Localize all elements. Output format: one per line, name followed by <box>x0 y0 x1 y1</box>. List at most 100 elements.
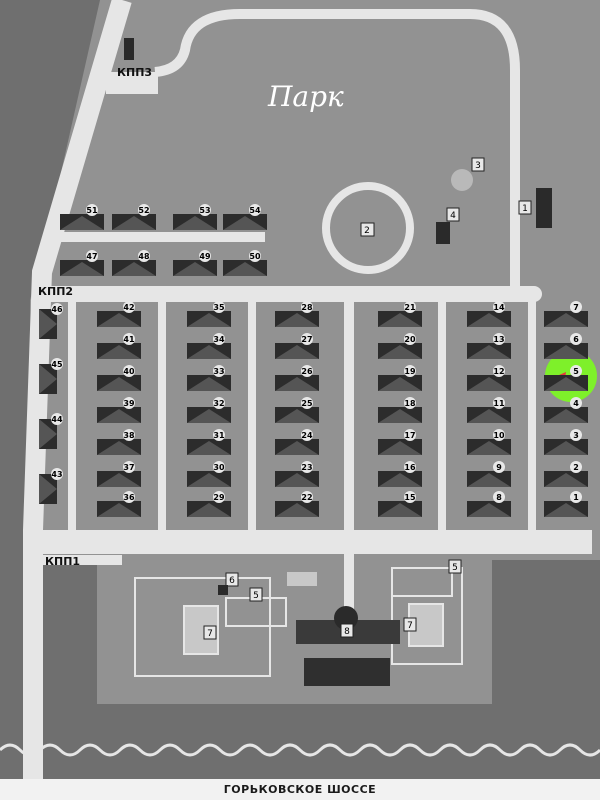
plot-50-house[interactable] <box>223 260 267 276</box>
plot-27-house[interactable] <box>275 343 319 359</box>
gate-kpp3-label[interactable]: КПП3 <box>117 66 153 79</box>
facility-4-label: 4 <box>450 211 456 221</box>
plot-10-house[interactable] <box>467 439 511 455</box>
plot-19-house[interactable] <box>378 375 422 391</box>
plot-35-badge <box>213 301 225 313</box>
plot-20-house[interactable] <box>378 343 422 359</box>
plot-44-house[interactable] <box>39 419 57 449</box>
plot-32-label: 32 <box>213 399 224 408</box>
plot-35-house[interactable] <box>187 311 231 327</box>
plot-8-house[interactable] <box>467 501 511 517</box>
plot-40-house[interactable] <box>97 375 141 391</box>
plot-38-house[interactable] <box>97 439 141 455</box>
plot-31-house[interactable] <box>187 439 231 455</box>
plot-46-house[interactable] <box>39 309 57 339</box>
plot-26-house[interactable] <box>275 375 319 391</box>
plot-3-roof <box>544 441 588 455</box>
plot-51-house[interactable] <box>60 214 104 230</box>
plot-21-house[interactable] <box>378 311 422 327</box>
plot-24-badge <box>301 429 313 441</box>
plot-49-house[interactable] <box>173 260 217 276</box>
plot-3-badge <box>570 429 582 441</box>
gate-kpp3-building <box>124 38 134 60</box>
plot-28-house[interactable] <box>275 311 319 327</box>
plot-14-house[interactable] <box>467 311 511 327</box>
plot-2-house[interactable] <box>544 471 588 487</box>
gate-kpp2-label[interactable]: КПП2 <box>38 285 74 298</box>
facility-3[interactable] <box>451 157 485 191</box>
plot-34-house[interactable] <box>187 343 231 359</box>
plot-9-house[interactable] <box>467 471 511 487</box>
plot-45-house[interactable] <box>39 364 57 394</box>
plot-29-label: 29 <box>213 493 225 502</box>
plot-29-house[interactable] <box>187 501 231 517</box>
plot-42-house[interactable] <box>97 311 141 327</box>
facility-6[interactable] <box>218 572 239 595</box>
plot-48-house[interactable] <box>112 260 156 276</box>
facility-4[interactable] <box>436 207 460 244</box>
plot-3-house[interactable] <box>544 439 588 455</box>
plot-35-roof <box>187 313 231 327</box>
plot-2-label: 2 <box>573 463 579 472</box>
facility-5-west[interactable] <box>249 587 263 602</box>
plot-5-house[interactable] <box>544 375 588 391</box>
plot-24-house[interactable] <box>275 439 319 455</box>
plot-1-house[interactable] <box>544 501 588 517</box>
facility-8[interactable] <box>340 623 354 638</box>
plot-36-house[interactable] <box>97 501 141 517</box>
plot-50-roof <box>223 262 267 276</box>
plot-8-roof <box>467 503 511 517</box>
plot-6-house[interactable] <box>544 343 588 359</box>
plot-30-house[interactable] <box>187 471 231 487</box>
gate-kpp1-label[interactable]: КПП1 <box>45 555 81 568</box>
plot-32-house[interactable] <box>187 407 231 423</box>
plot-7-house[interactable] <box>544 311 588 327</box>
plot-15-roof <box>378 503 422 517</box>
plot-48-label: 48 <box>138 252 150 261</box>
facility-7-west[interactable] <box>203 625 217 640</box>
plot-18-label: 18 <box>404 399 416 408</box>
facility-7-east[interactable] <box>403 617 417 632</box>
plot-13-house[interactable] <box>467 343 511 359</box>
plot-20-roof <box>378 345 422 359</box>
plot-41-house[interactable] <box>97 343 141 359</box>
plot-39-house[interactable] <box>97 407 141 423</box>
plot-34-label: 34 <box>213 335 225 344</box>
plot-16-badge <box>404 461 416 473</box>
plot-54-badge <box>249 204 261 216</box>
plot-25-house[interactable] <box>275 407 319 423</box>
park-loop-road <box>154 9 520 290</box>
plot-20-label: 20 <box>404 335 416 344</box>
plot-11-house[interactable] <box>467 407 511 423</box>
plot-22-badge <box>301 491 313 503</box>
plot-43-house[interactable] <box>39 474 57 504</box>
plot-15-house[interactable] <box>378 501 422 517</box>
plot-37-house[interactable] <box>97 471 141 487</box>
facility-5-east[interactable] <box>448 559 462 574</box>
plot-22-house[interactable] <box>275 501 319 517</box>
plot-9-label: 9 <box>496 463 502 472</box>
plot-47-house[interactable] <box>60 260 104 276</box>
plot-52-house[interactable] <box>112 214 156 230</box>
plot-54-house[interactable] <box>223 214 267 230</box>
plot-53-house[interactable] <box>173 214 217 230</box>
plot-33-house[interactable] <box>187 375 231 391</box>
plot-25-roof <box>275 409 319 423</box>
facility-6-label: 6 <box>229 576 235 586</box>
plot-41-label: 41 <box>123 335 135 344</box>
plot-12-house[interactable] <box>467 375 511 391</box>
plot-41-badge <box>123 333 135 345</box>
facility-1[interactable] <box>518 188 552 228</box>
plot-30-roof <box>187 473 231 487</box>
plot-17-house[interactable] <box>378 439 422 455</box>
plot-26-badge <box>301 365 313 377</box>
plot-23-house[interactable] <box>275 471 319 487</box>
facility-2[interactable] <box>360 222 375 237</box>
plot-18-house[interactable] <box>378 407 422 423</box>
plot-51-roof <box>60 216 104 230</box>
plot-16-house[interactable] <box>378 471 422 487</box>
plot-43-roof <box>39 474 57 504</box>
plot-34-roof <box>187 345 231 359</box>
plot-4-house[interactable] <box>544 407 588 423</box>
